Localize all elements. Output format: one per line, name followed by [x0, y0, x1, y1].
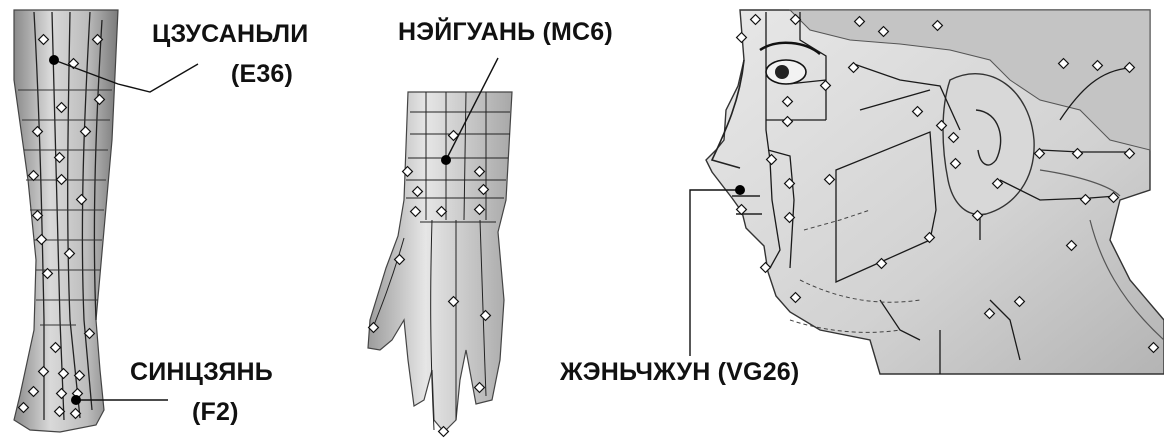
label-neiguan: НЭЙГУАНЬ (MC6)	[398, 20, 613, 45]
label-zusanli-code: (E36)	[231, 62, 293, 87]
hand-illustration	[368, 92, 512, 436]
point-marker-vg26	[690, 185, 745, 356]
label-xingjian-code: (F2)	[192, 400, 239, 425]
leg-illustration	[14, 10, 118, 432]
label-renzhong: ЖЭНЬЧЖУН (VG26)	[560, 360, 799, 385]
label-zusanli-name: ЦЗУСАНЬЛИ	[152, 22, 308, 47]
label-xingjian-name: СИНЦЗЯНЬ	[130, 360, 273, 385]
head-illustration	[706, 10, 1164, 374]
